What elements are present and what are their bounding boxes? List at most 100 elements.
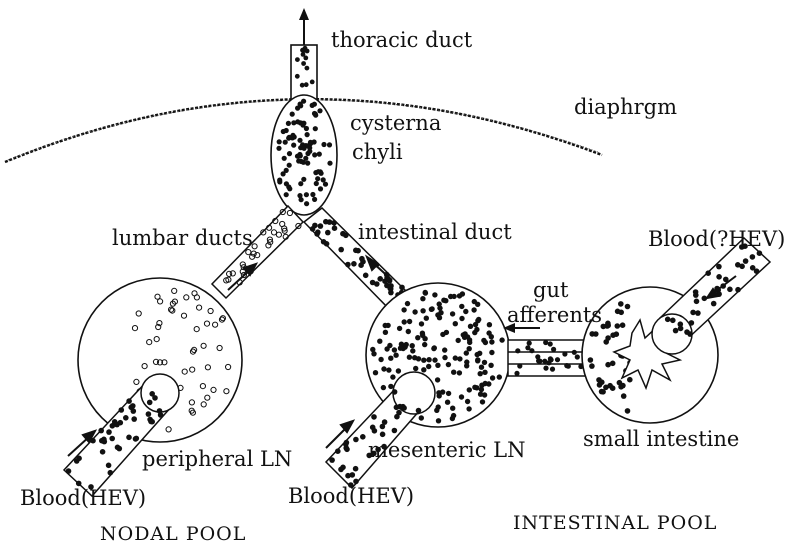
cell-dot — [459, 304, 464, 309]
cell-dot — [392, 428, 398, 434]
cell-dot — [398, 346, 403, 351]
cell-dot — [423, 290, 428, 295]
cell-dot — [299, 197, 304, 202]
cell-dot — [134, 436, 140, 442]
cell-dot — [396, 368, 401, 373]
cell-dot — [299, 159, 304, 164]
cell-dot — [551, 347, 556, 352]
cell-dot — [381, 385, 386, 390]
label-intestinal-pool: INTESTINAL POOL — [513, 512, 717, 534]
cell-dot — [297, 138, 302, 143]
cell-dot — [358, 262, 364, 268]
cell-dot — [517, 363, 522, 368]
cell-dot — [429, 307, 434, 312]
cell-dot — [450, 406, 455, 411]
label-blood-hev-q: Blood(?HEV) — [648, 227, 785, 251]
cell-dot — [424, 316, 429, 321]
cell-dot — [482, 370, 487, 375]
cell-dot — [303, 56, 308, 61]
label-blood-hev-mid: Blood(HEV) — [288, 484, 414, 508]
cell-dot — [482, 360, 487, 365]
cell-dot — [419, 415, 424, 420]
cell-dot — [695, 310, 701, 316]
cell-dot — [416, 408, 422, 414]
label-small-intestine: small intestine — [583, 427, 739, 451]
cell-dot — [480, 399, 485, 404]
cell-dot — [384, 346, 389, 351]
cell-dot — [421, 367, 426, 372]
cell-dot — [478, 392, 483, 397]
cell-dot — [313, 126, 318, 131]
cell-dot — [327, 219, 333, 225]
cell-dot — [410, 343, 415, 348]
cell-dot — [290, 112, 295, 117]
cell-dot — [446, 391, 451, 396]
cell-dot — [627, 377, 633, 383]
cell-dot — [118, 420, 124, 426]
cell-dot — [412, 355, 417, 360]
cell-dot — [301, 61, 306, 66]
small-intestine — [582, 238, 770, 423]
cell-dot — [754, 268, 760, 274]
cell-dot — [693, 292, 699, 298]
cell-dot — [705, 270, 711, 276]
cell-dot — [420, 333, 425, 338]
cell-dot — [388, 356, 393, 361]
cell-dot — [310, 80, 315, 85]
cell-dot — [327, 142, 332, 147]
cell-dot — [479, 365, 484, 370]
cell-dot — [325, 230, 331, 236]
cell-dot — [305, 132, 310, 137]
cell-dot — [426, 364, 431, 369]
cell-dot — [542, 359, 547, 364]
cell-dot — [620, 322, 626, 328]
cell-dot — [514, 371, 519, 376]
cell-dot — [727, 287, 733, 293]
cell-dot — [468, 324, 473, 329]
cell-dot — [618, 301, 624, 307]
cell-dot — [308, 140, 313, 145]
cell-dot — [462, 335, 467, 340]
cell-dot — [74, 458, 80, 464]
cell-dot — [301, 177, 306, 182]
cell-dot — [597, 382, 603, 388]
cell-dot — [457, 356, 462, 361]
label-thoracic-duct: thoracic duct — [331, 28, 473, 52]
cell-dot — [109, 436, 115, 442]
cell-dot — [321, 142, 326, 147]
cell-dot — [670, 318, 676, 324]
cell-dot — [388, 283, 394, 289]
cell-dot — [392, 347, 397, 352]
cell-dot — [284, 181, 289, 186]
label-lumbar-ducts: lumbar ducts — [112, 226, 253, 250]
label-afferents: afferents — [507, 303, 602, 327]
cell-dot — [711, 301, 717, 307]
cell-dot — [549, 357, 554, 362]
cell-dot — [527, 341, 532, 346]
cell-dot — [415, 335, 420, 340]
label-intestinal-duct: intestinal duct — [358, 220, 512, 244]
cell-dot — [690, 310, 696, 316]
cell-dot — [351, 261, 357, 267]
cell-dot — [287, 163, 292, 168]
cell-dot — [716, 264, 722, 270]
cell-dot — [407, 355, 412, 360]
cell-dot — [283, 140, 288, 145]
cell-dot — [464, 359, 469, 364]
cell-dot — [317, 152, 322, 157]
cell-dot — [312, 152, 317, 157]
cell-dot — [115, 445, 121, 451]
cell-dot — [438, 310, 443, 315]
cell-dot — [386, 367, 391, 372]
cell-dot — [497, 374, 502, 379]
cell-dot — [487, 322, 492, 327]
cell-dot — [338, 247, 344, 253]
cell-dot — [383, 323, 388, 328]
cell-dot — [372, 428, 378, 434]
cell-dot — [332, 225, 338, 231]
cell-dot — [393, 353, 398, 358]
cell-dot — [131, 408, 137, 414]
cell-dot — [596, 377, 602, 383]
cell-dot — [371, 414, 377, 420]
